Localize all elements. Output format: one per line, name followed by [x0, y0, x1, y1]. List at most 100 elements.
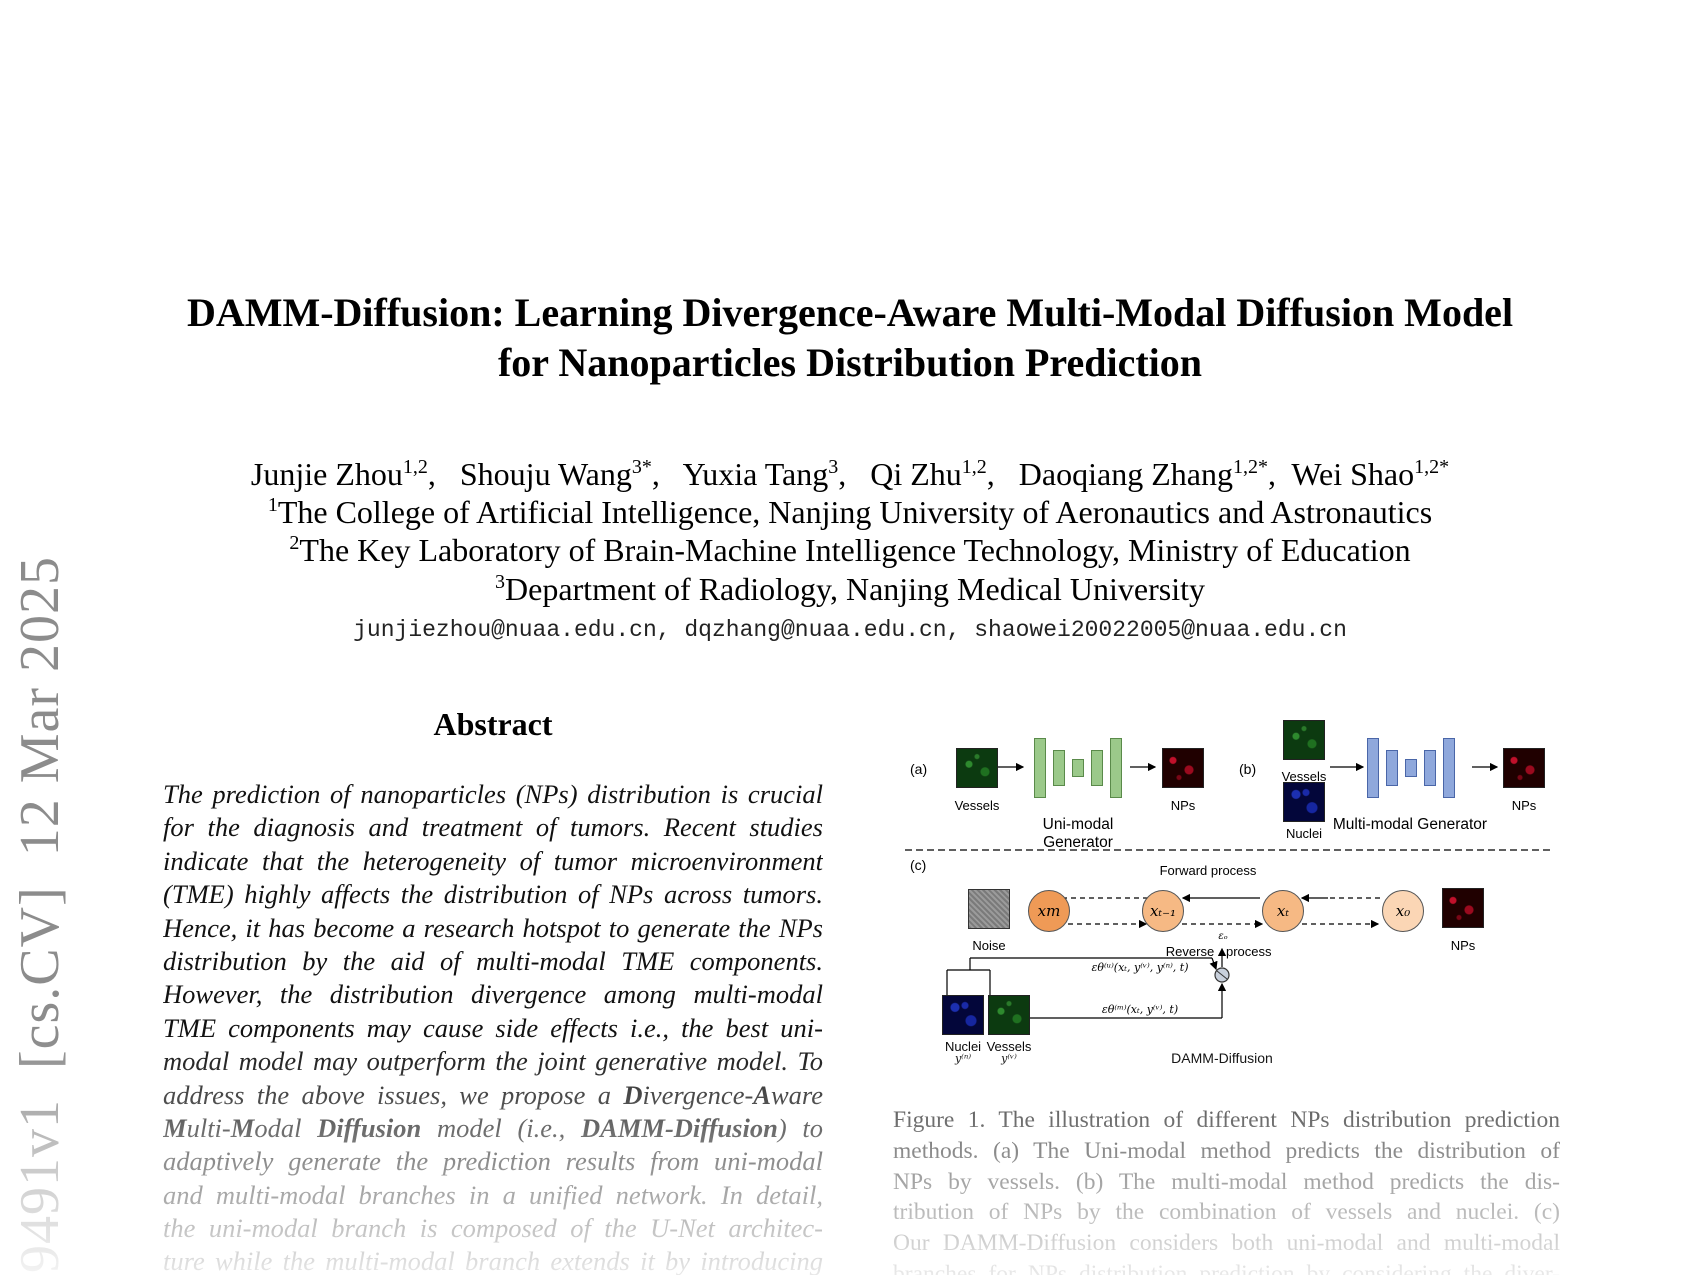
unet-layer	[1091, 750, 1103, 786]
unet-layer	[1110, 738, 1122, 798]
vessels-label-a: Vessels	[954, 798, 1000, 813]
unet-layer	[1053, 750, 1065, 786]
abstract-line: adaptively generate the prediction resul…	[163, 1146, 823, 1177]
unet-layer	[1072, 759, 1084, 777]
abstract-line: and multi-modal branches in a unified ne…	[163, 1179, 823, 1210]
author-affil-sup: 3*	[631, 456, 652, 478]
abstract-line: distribution by the aid of multi-modal T…	[163, 945, 823, 976]
affiliation-2: 2The Key Laboratory of Brain-Machine Int…	[0, 531, 1700, 569]
noise-image	[968, 889, 1010, 929]
abstract-text: odal	[254, 1112, 318, 1143]
abstract-line: (TME) highly affects the distribution of…	[163, 879, 823, 910]
panel-a-label: (a)	[910, 761, 928, 777]
affiliation-text: The College of Artificial Intelligence, …	[277, 494, 1433, 530]
unet-layer	[1443, 738, 1455, 798]
author-separator: ,	[838, 456, 871, 492]
noise-label: Noise	[972, 938, 1006, 953]
caption-line: Figure 1. The illustration of different …	[893, 1107, 1560, 1133]
author-affil-sup: 3	[828, 456, 839, 478]
author-separator: ,	[1267, 456, 1292, 492]
author-name: Shouju Wang	[459, 456, 632, 492]
affiliation-number: 2	[289, 532, 300, 554]
abstract-line: indicate that the heterogeneity of tumor…	[163, 845, 823, 876]
abstract-line: the uni-modal branch is composed of the …	[163, 1213, 823, 1244]
nps-image-a	[1162, 748, 1204, 788]
abstract-text: ware	[770, 1079, 823, 1110]
caption-line: NPs by vessels. (b) The multi-modal meth…	[893, 1168, 1560, 1195]
abstract-text: ulti-	[186, 1112, 231, 1143]
unet-layer	[1405, 759, 1417, 777]
abstract-line: address the above issues, we propose a D…	[163, 1079, 823, 1112]
uni-modal-generator-label: Uni-modal Generator	[1042, 816, 1114, 851]
abstract-line: modal model may outperform the joint gen…	[163, 1046, 823, 1077]
unet-layer	[1367, 738, 1379, 798]
nps-image-c	[1442, 888, 1484, 928]
abstract-line: Hence, it has become a research hotspot …	[163, 912, 823, 943]
author-affil-sup: 1,2	[402, 456, 428, 478]
nuclei-label-b: Nuclei	[1285, 826, 1323, 841]
author-name: Yuxia Tang	[682, 456, 829, 492]
title-line-1: DAMM-Diffusion: Learning Divergence-Awar…	[186, 290, 1514, 335]
abstract-line: The prediction of nanoparticles (NPs) di…	[163, 779, 823, 809]
multi-modal-noise-formula: εθ⁽ᵐ⁾(xₜ, y⁽ᵛ⁾, t)	[1101, 1003, 1179, 1016]
epsilon-o-label: εₒ	[1218, 931, 1228, 942]
abstract-bold: M	[230, 1112, 255, 1143]
node-x-t-minus-1: xₜ₋₁	[1142, 890, 1184, 932]
abstract-bold: A	[753, 1079, 771, 1110]
affiliation-1: 1The College of Artificial Intelligence,…	[0, 493, 1700, 531]
affiliation-text: Department of Radiology, Nanjing Medical…	[505, 571, 1205, 607]
affiliation-number: 3	[495, 571, 505, 593]
figure-1-diagram: (a) Vessels Uni-modal Generator NPs (b) …	[890, 705, 1550, 1066]
affiliation-number: 1	[267, 494, 278, 516]
nps-label-c: NPs	[1450, 938, 1476, 953]
abstract-text: ivergence-	[642, 1079, 754, 1110]
abstract-body: The prediction of nanoparticles (NPs) di…	[163, 778, 823, 1275]
caption-line: branches for NPs distribution prediction…	[893, 1260, 1560, 1275]
damm-diffusion-label: DAMM-Diffusion	[1171, 1050, 1273, 1066]
author-emails: junjiezhou@nuaa.edu.cn, dqzhang@nuaa.edu…	[353, 617, 1347, 643]
panel-c-label: (c)	[910, 857, 927, 873]
author-separator: ,	[651, 456, 683, 492]
reverse-label: Reverse	[1165, 944, 1215, 959]
author-affil-sup: 1,2*	[1414, 456, 1450, 478]
author-separator: ,	[986, 456, 1019, 492]
arxiv-identifier-stamp: 9491v1 [cs.CV] 12 Mar 2025	[9, 555, 71, 1273]
paper-title: DAMM-Diffusion: Learning Divergence-Awar…	[0, 288, 1700, 388]
author-name: Qi Zhu	[870, 456, 962, 492]
abstract-line: However, the distribution divergence amo…	[163, 979, 823, 1010]
vessels-label-b: Vessels	[1281, 769, 1327, 784]
author-separator: ,	[427, 456, 460, 492]
author-affil-sup: 1,2*	[1232, 456, 1268, 478]
abstract-line: Multi-Modal Diffusion model (i.e., DAMM-…	[163, 1112, 823, 1145]
vessels-image-a	[956, 748, 998, 788]
author-name: Wei Shao	[1291, 456, 1415, 492]
abstract-line: ture while the multi-modal branch extend…	[163, 1246, 823, 1275]
abstract-bold: M	[163, 1112, 187, 1143]
nuclei-image-c	[942, 995, 984, 1035]
y-v-label: y⁽ᵛ⁾	[1001, 1052, 1017, 1065]
abstract-text: model (i.e.,	[421, 1112, 581, 1143]
abstract-bold: Diffusion	[317, 1112, 422, 1143]
author-list: Junjie Zhou1,2, Shouju Wang3*, Yuxia Tan…	[0, 455, 1700, 493]
title-line-2: for Nanoparticles Distribution Predictio…	[497, 340, 1203, 385]
unet-layer	[1034, 738, 1046, 798]
caption-line: Our DAMM-Diffusion considers both uni-mo…	[893, 1230, 1560, 1257]
abstract-text: ) to	[777, 1112, 823, 1143]
affiliation-3: 3Department of Radiology, Nanjing Medica…	[0, 570, 1700, 608]
nps-image-b	[1503, 748, 1545, 788]
unet-layer	[1424, 750, 1436, 786]
unet-layer	[1386, 750, 1398, 786]
node-x-t: xₜ	[1262, 890, 1304, 932]
multi-modal-generator-label: Multi-modal Generator	[1332, 816, 1488, 833]
nuclei-image-b	[1283, 782, 1325, 822]
abstract-line: TME components may cause side effects i.…	[163, 1012, 823, 1043]
author-name: Junjie Zhou	[250, 456, 403, 492]
caption-line: methods. (a) The Uni-modal method predic…	[893, 1137, 1560, 1164]
abstract-bold: DAMM-Diffusion	[581, 1112, 778, 1143]
author-affil-sup: 1,2	[961, 456, 987, 478]
abstract-bold: D	[623, 1079, 643, 1110]
abstract-text: address the above issues, we propose a	[163, 1079, 624, 1110]
caption-line: tribution of NPs by the combination of v…	[893, 1199, 1560, 1226]
figure-connectors	[905, 762, 1550, 1019]
nps-label-b: NPs	[1511, 798, 1537, 813]
